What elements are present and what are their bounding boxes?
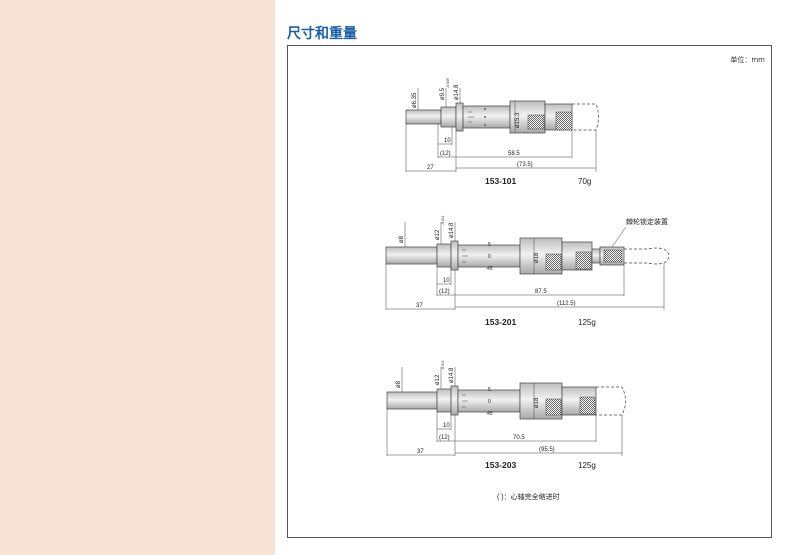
dim-len-spindle: 37 bbox=[416, 303, 423, 309]
dim-len-main: 87.5 bbox=[535, 289, 547, 295]
page-title: 尺寸和重量 bbox=[287, 26, 357, 42]
scale-bot: 45 bbox=[487, 411, 493, 417]
dim-len-12: (12) bbox=[439, 289, 450, 295]
dim-len-10: 10 bbox=[443, 423, 450, 429]
dim-stem-tolerance: -0.011 bbox=[441, 215, 445, 225]
model-code: 153-203 bbox=[485, 460, 516, 470]
model-weight: 70g bbox=[578, 177, 591, 186]
unit-label: 单位：mm bbox=[730, 56, 765, 64]
dim-sleeve-diameter: ø15.3 bbox=[515, 112, 521, 128]
micrometer-head-153-201: 5 0 45 棘轮锁定装置 ø8 ø12 -0.011 ø14.8 ø18 bbox=[385, 215, 670, 327]
dim-spindle-diameter: ø8 bbox=[399, 235, 405, 243]
dim-spindle-diameter: ø6.35 bbox=[412, 92, 418, 108]
ratchet-callout: 棘轮锁定装置 bbox=[626, 217, 668, 226]
dim-len-main: 70.5 bbox=[513, 435, 525, 441]
dim-stem-diameter: ø9.5 bbox=[440, 87, 446, 100]
scale-bot: 45 bbox=[487, 266, 493, 272]
dim-stem-diameter: ø12 bbox=[435, 229, 441, 240]
dim-len-main: 58.5 bbox=[508, 151, 520, 157]
dim-len-total: (112.5) bbox=[557, 301, 576, 307]
dim-ring-diameter: ø14.8 bbox=[449, 367, 455, 383]
dim-stem-diameter: ø12 bbox=[435, 374, 441, 385]
model-weight: 125g bbox=[578, 318, 596, 327]
dim-len-12: (12) bbox=[440, 151, 451, 157]
dim-len-spindle: 37 bbox=[417, 449, 424, 455]
footnote: ( )：心轴完全缩进时 bbox=[497, 492, 560, 501]
dim-ring-diameter: ø14.8 bbox=[454, 84, 460, 100]
dim-len-total: (95.5) bbox=[539, 447, 555, 453]
model-code: 153-101 bbox=[485, 176, 516, 186]
scale-top: 5 bbox=[488, 387, 491, 393]
scale-mid: 0 bbox=[488, 254, 491, 260]
dim-ring-diameter: ø14.8 bbox=[449, 222, 455, 238]
micrometer-head-153-203: 5 0 45 ø8 ø12 -0.011 ø14.8 ø18 bbox=[386, 360, 626, 470]
dim-sleeve-diameter: ø18 bbox=[534, 252, 540, 263]
model-code: 153-201 bbox=[485, 317, 516, 327]
dim-len-10: 10 bbox=[443, 278, 450, 284]
dim-spindle-diameter: ø8 bbox=[396, 380, 402, 388]
dim-stem-tolerance: -0.011 bbox=[441, 360, 445, 370]
model-weight: 125g bbox=[578, 461, 596, 470]
dim-stem-tolerance: -0.009 bbox=[446, 78, 450, 88]
dim-len-12: (12) bbox=[439, 435, 450, 441]
left-margin-panel bbox=[0, 0, 275, 555]
drawing-frame: 单位：mm bbox=[287, 45, 772, 538]
dim-len-spindle: 27 bbox=[427, 165, 434, 171]
scale-mid: 0 bbox=[488, 399, 491, 405]
scale-top: 5 bbox=[488, 242, 491, 248]
micrometer-head-153-101: ø6.35 ø9.5 -0.009 ø14.8 ø15.3 10 (12) 58… bbox=[405, 78, 599, 186]
dim-len-total: (73.5) bbox=[517, 162, 533, 168]
dim-sleeve-diameter: ø18 bbox=[534, 397, 540, 408]
dim-len-10: 10 bbox=[444, 138, 451, 144]
